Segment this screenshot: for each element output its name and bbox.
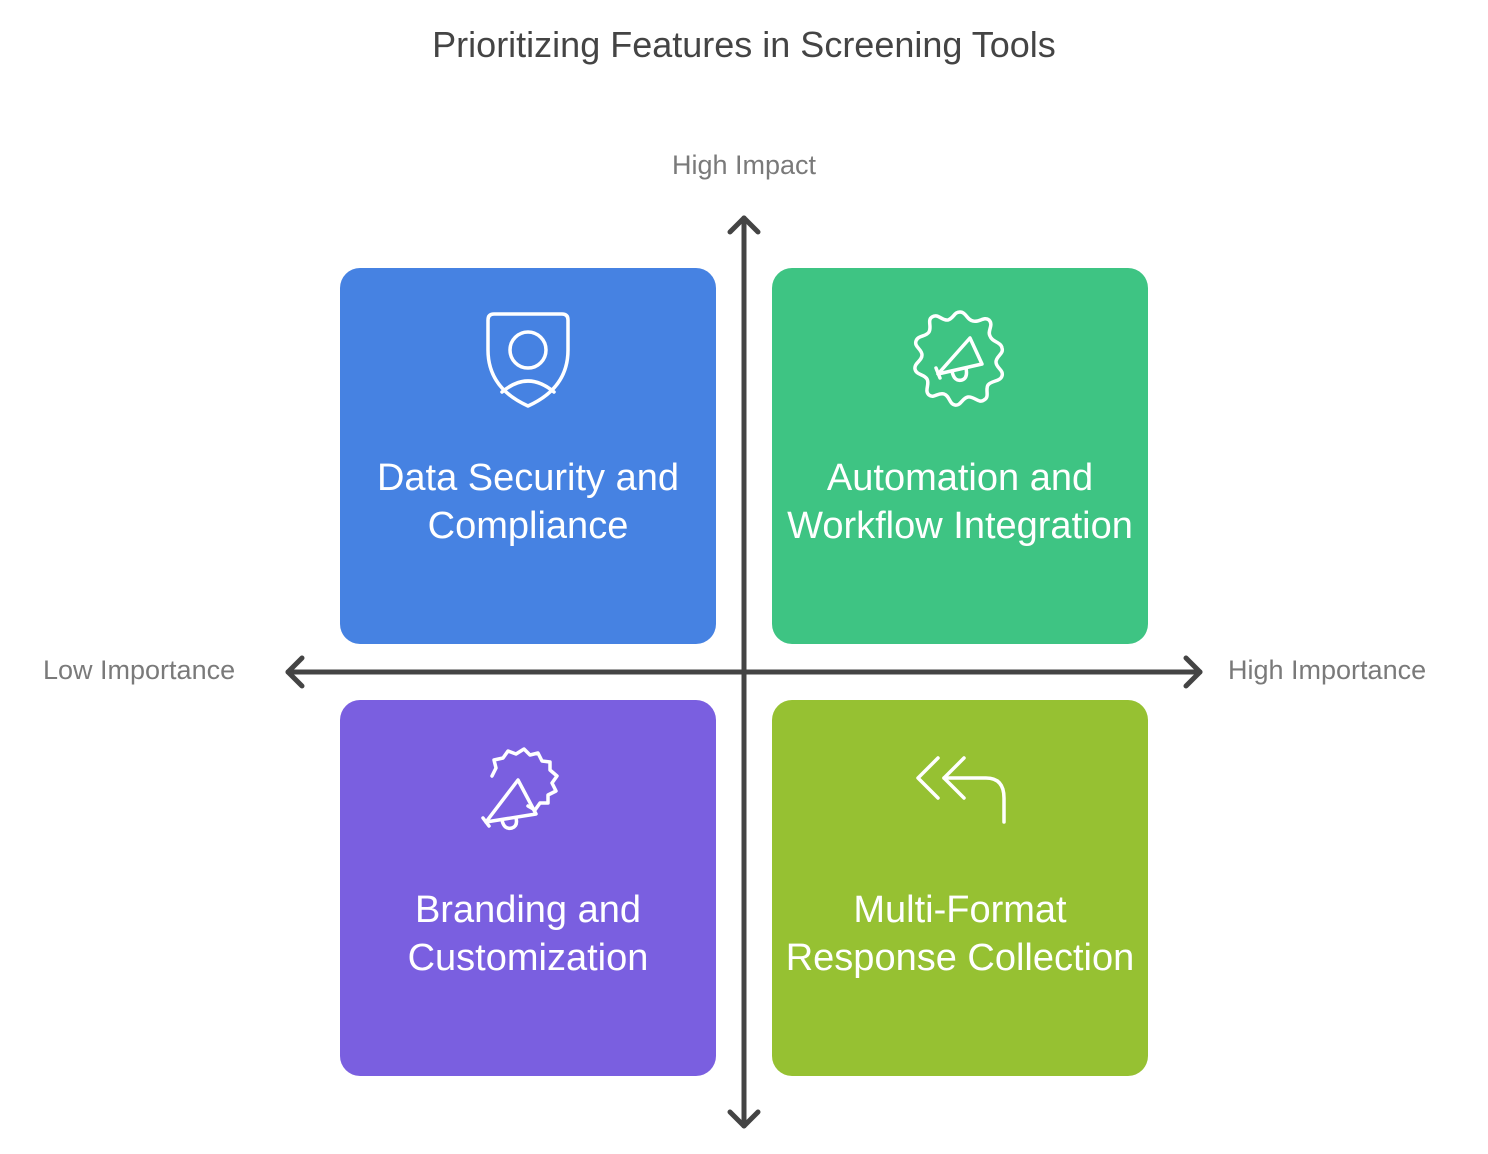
badge-megaphone-icon: [340, 740, 716, 840]
quadrant-label: Automation and Workflow Integration: [787, 457, 1133, 547]
arrow-right: [1183, 655, 1203, 689]
reply-all-icon: [772, 740, 1148, 840]
gear-megaphone-icon: [772, 308, 1148, 408]
quadrant-data-security: Data Security and Compliance: [340, 268, 716, 644]
axis-label-high-impact: High Impact: [671, 150, 817, 180]
axis-label-high-importance: High Importance: [1228, 655, 1427, 685]
arrow-down: [727, 1109, 761, 1129]
quadrant-automation: Automation and Workflow Integration: [772, 268, 1148, 644]
quadrant-multi-format: Multi-Format Response Collection: [772, 700, 1148, 1076]
shield-user-icon: [340, 308, 716, 408]
quadrant-label: Multi-Format Response Collection: [785, 889, 1135, 979]
axis-label-low-importance: Low Importance: [43, 655, 236, 685]
quadrant-label: Branding and Customization: [407, 889, 649, 979]
arrow-up: [727, 215, 761, 235]
arrow-left: [285, 655, 305, 689]
quadrant-label: Data Security and Compliance: [376, 457, 680, 547]
quadrant-branding: Branding and Customization: [340, 700, 716, 1076]
diagram-title: Prioritizing Features in Screening Tools: [432, 24, 1056, 65]
